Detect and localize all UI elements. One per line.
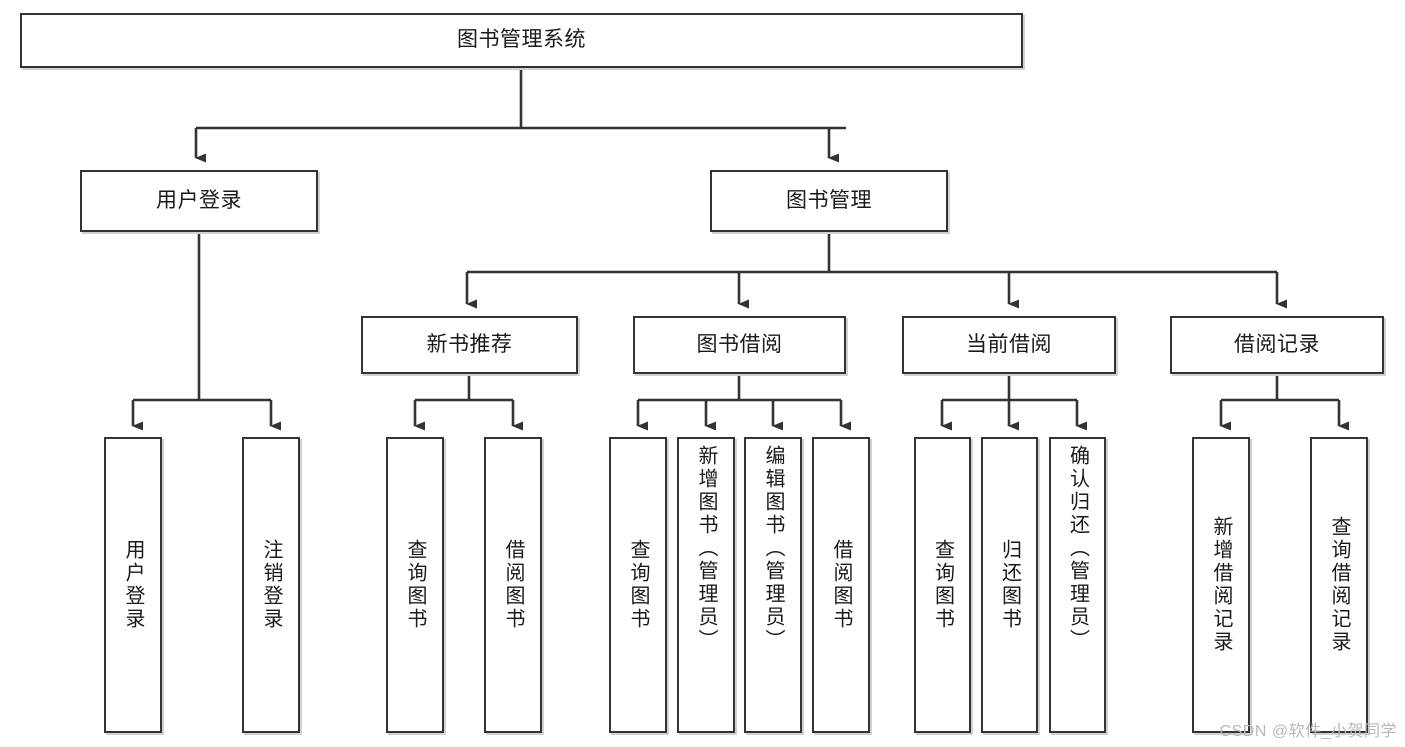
leaf-borrow-book-2[interactable]: 借阅图书	[812, 437, 870, 733]
node-root[interactable]: 图书管理系统	[20, 13, 1023, 68]
leaf-query-record[interactable]: 查询借阅记录	[1310, 437, 1368, 733]
leaf-confirm-return-label: 确认归还（管理员）	[1066, 445, 1089, 652]
leaf-query-book-1-label: 查询图书	[404, 539, 426, 631]
leaf-add-book[interactable]: 新增图书（管理员）	[677, 437, 735, 733]
leaf-edit-book[interactable]: 编辑图书（管理员）	[744, 437, 802, 733]
node-user-login[interactable]: 用户登录	[80, 170, 318, 232]
node-root-label: 图书管理系统	[457, 28, 586, 52]
leaf-user-login[interactable]: 用户登录	[104, 437, 162, 733]
leaf-query-record-label: 查询借阅记录	[1328, 516, 1350, 654]
node-book-manage-label: 图书管理	[786, 188, 872, 212]
leaf-query-book-2[interactable]: 查询图书	[609, 437, 667, 733]
leaf-borrow-book-1-label: 借阅图书	[502, 539, 524, 631]
node-current-borrow[interactable]: 当前借阅	[902, 316, 1116, 374]
node-new-book-rec-label: 新书推荐	[426, 332, 513, 356]
leaf-query-book-3[interactable]: 查询图书	[914, 437, 971, 733]
leaf-query-book-3-label: 查询图书	[931, 539, 954, 631]
watermark-text: CSDN @软件_小贺同学	[1219, 723, 1397, 740]
node-book-manage[interactable]: 图书管理	[710, 170, 948, 232]
leaf-borrow-book-1[interactable]: 借阅图书	[484, 437, 542, 733]
leaf-add-record[interactable]: 新增借阅记录	[1192, 437, 1250, 733]
leaf-confirm-return[interactable]: 确认归还（管理员）	[1049, 437, 1106, 733]
node-user-login-label: 用户登录	[156, 188, 242, 212]
node-borrow-record-label: 借阅记录	[1234, 332, 1320, 356]
leaf-return-book-label: 归还图书	[998, 539, 1021, 631]
node-book-borrow-label: 图书借阅	[696, 332, 783, 356]
leaf-borrow-book-2-label: 借阅图书	[830, 539, 852, 631]
node-book-borrow[interactable]: 图书借阅	[633, 316, 846, 374]
leaf-return-book[interactable]: 归还图书	[981, 437, 1038, 733]
node-new-book-rec[interactable]: 新书推荐	[361, 316, 578, 374]
leaf-user-logout[interactable]: 注销登录	[242, 437, 300, 733]
leaf-add-record-label: 新增借阅记录	[1210, 516, 1232, 654]
leaf-user-logout-label: 注销登录	[260, 539, 282, 631]
leaf-edit-book-label: 编辑图书（管理员）	[762, 445, 784, 652]
leaf-query-book-2-label: 查询图书	[627, 539, 649, 631]
leaf-add-book-label: 新增图书（管理员）	[695, 445, 717, 652]
node-borrow-record[interactable]: 借阅记录	[1170, 316, 1384, 374]
leaf-query-book-1[interactable]: 查询图书	[386, 437, 444, 733]
leaf-user-login-label: 用户登录	[122, 539, 144, 631]
node-current-borrow-label: 当前借阅	[966, 332, 1052, 356]
